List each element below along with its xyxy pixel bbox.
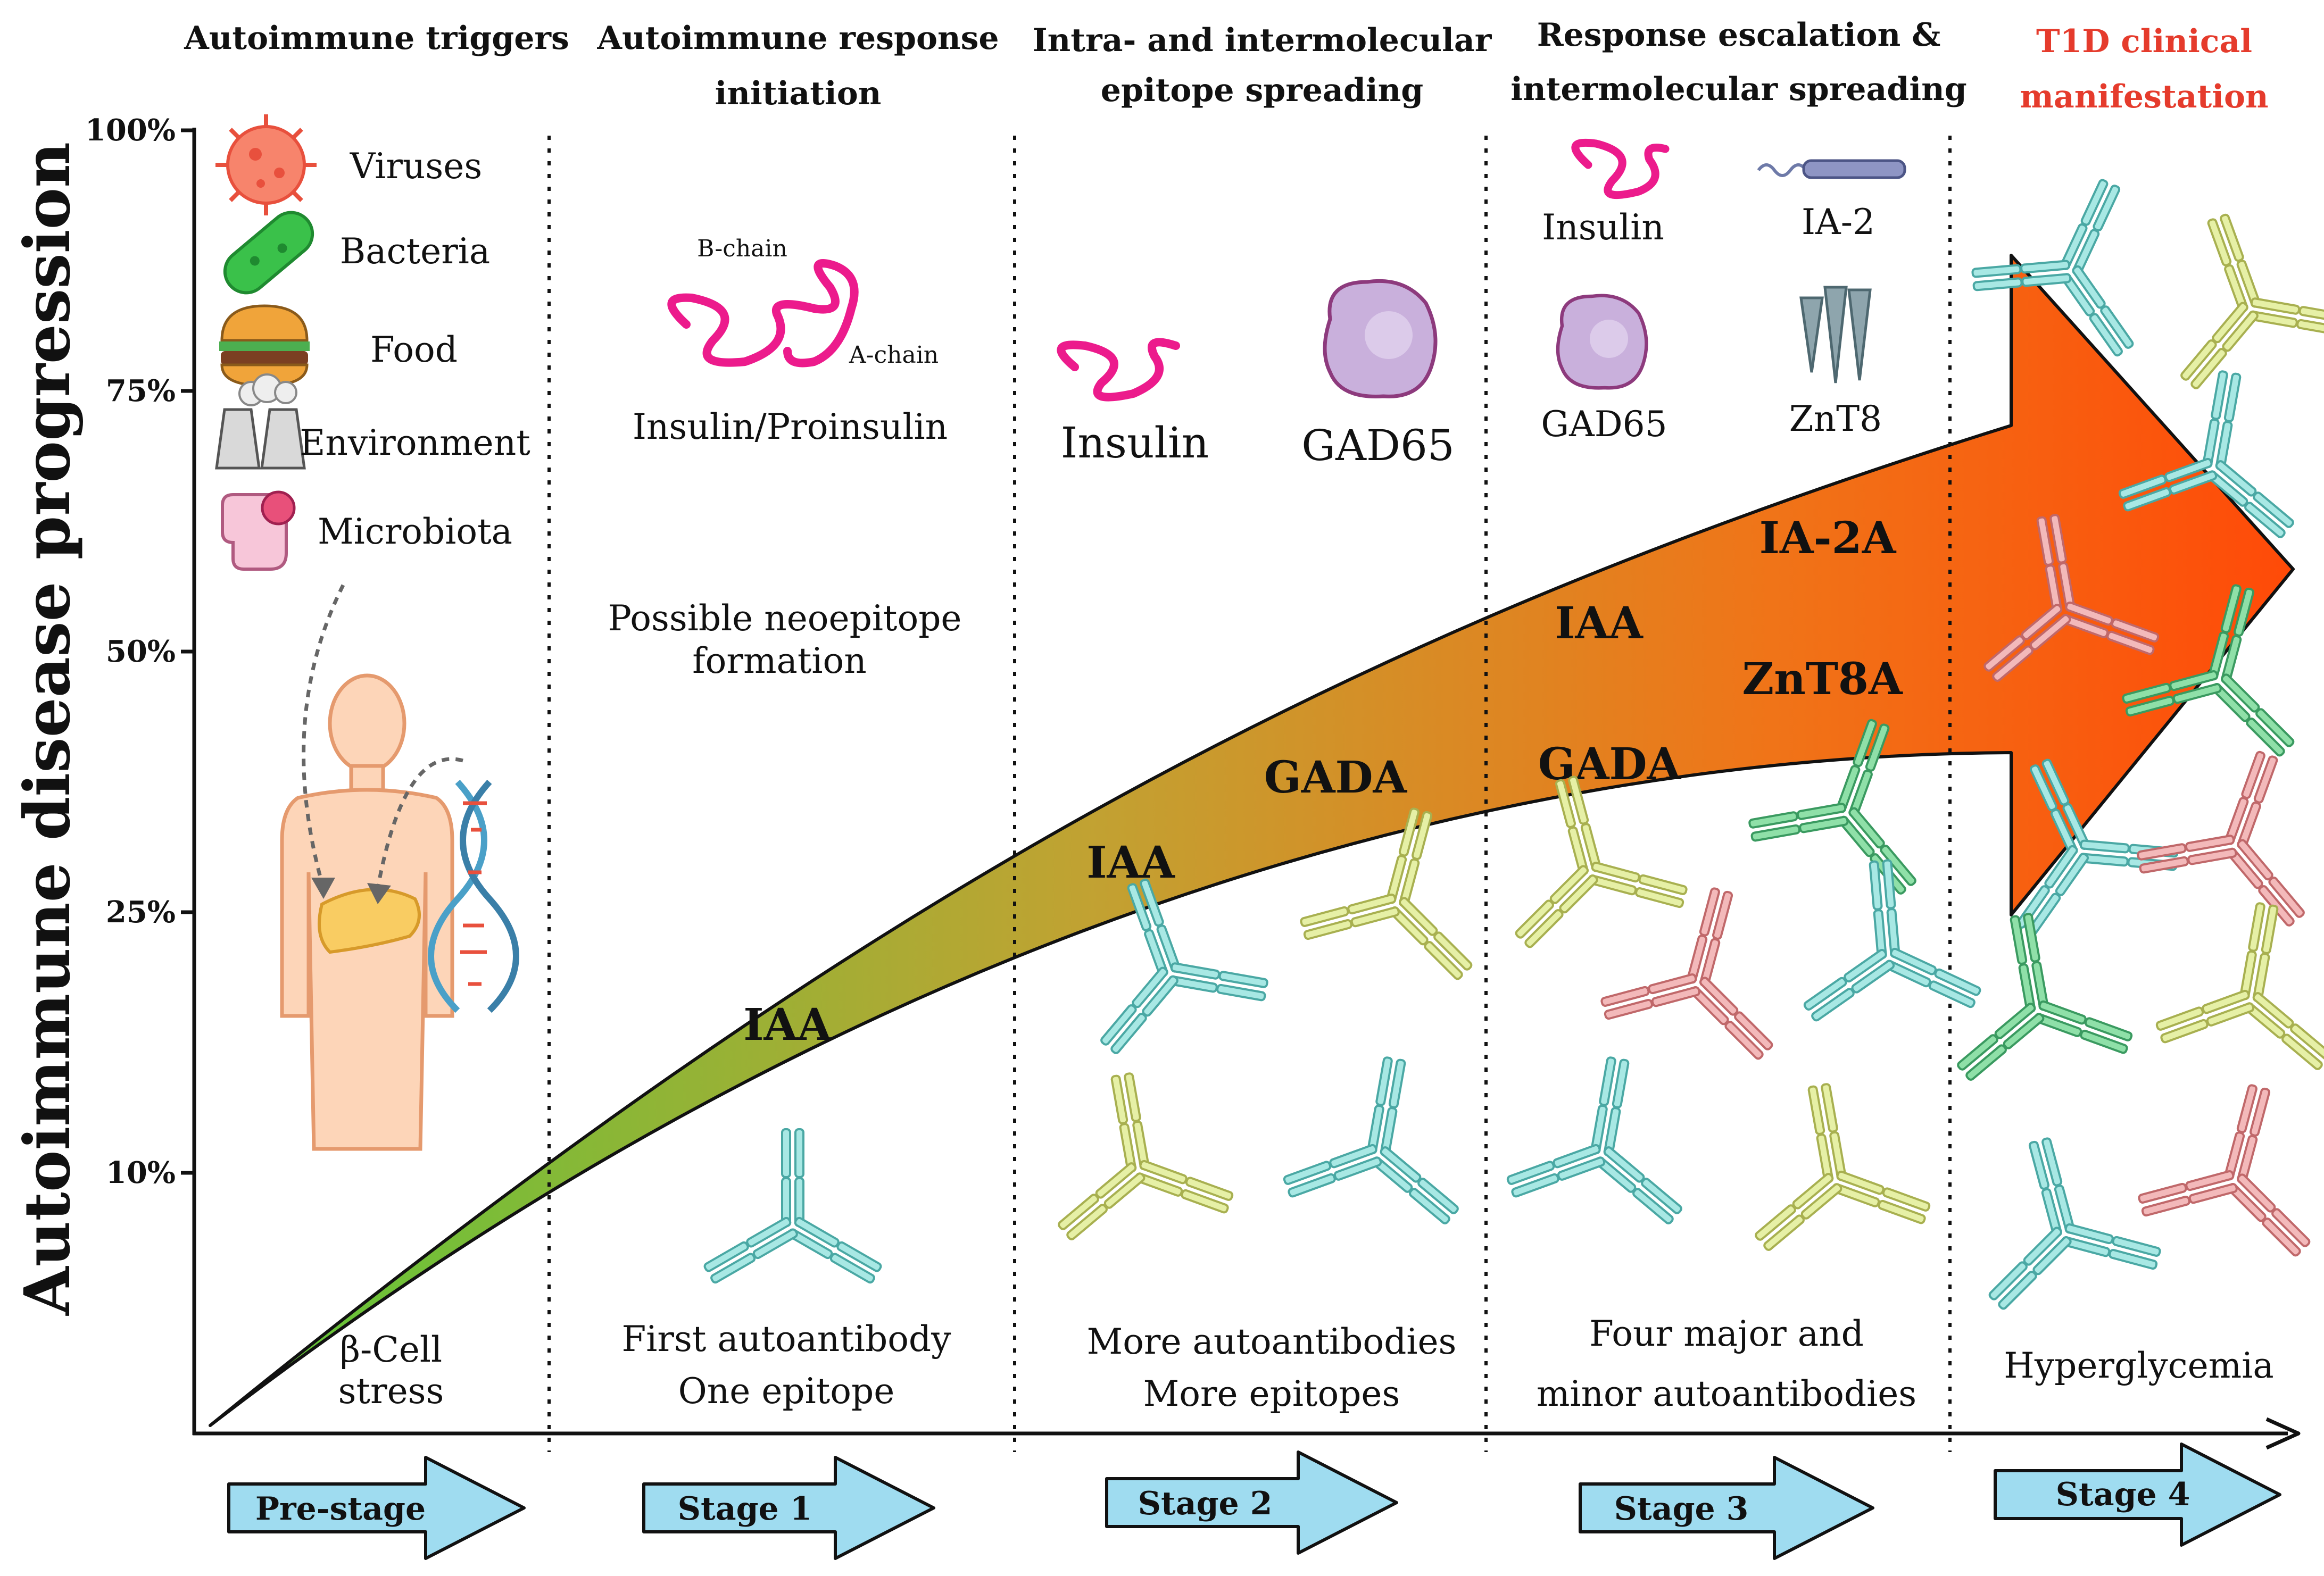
header-escalation-1: Response escalation & bbox=[1537, 16, 1941, 54]
stage-label-stage3: Stage 3 bbox=[1614, 1490, 1749, 1528]
stage-arrow-stage4[interactable]: Stage 4 bbox=[1994, 1442, 2281, 1547]
antibody-icon bbox=[1280, 1044, 1483, 1227]
header-spreading-2: epitope spreading bbox=[1101, 72, 1423, 109]
trigger-environment: Environment bbox=[300, 422, 530, 463]
antibody-icon bbox=[1504, 1044, 1706, 1227]
antibody-icon bbox=[1034, 1060, 1236, 1243]
dna-icon bbox=[428, 779, 519, 1013]
bacteria-icon bbox=[223, 211, 314, 295]
prestage-note-1: β-Cell bbox=[340, 1329, 442, 1370]
stage-label-stage2: Stage 2 bbox=[1138, 1485, 1273, 1522]
y-tick-10: 10% bbox=[106, 1155, 176, 1190]
header-clinical-1: T1D clinical bbox=[2036, 23, 2252, 60]
insulin-b-chain-label: B-chain bbox=[697, 235, 787, 262]
stage-label-prestage: Pre-stage bbox=[255, 1490, 426, 1528]
header-initiation-1: Autoimmune response bbox=[596, 20, 999, 57]
y-tick-100: 100% bbox=[85, 113, 176, 148]
stage2-autoantibody-iaa: IAA bbox=[1086, 837, 1175, 888]
microbiota-icon bbox=[221, 490, 296, 571]
stage3-autoantibody-iaa: IAA bbox=[1555, 598, 1644, 649]
antibody-icon bbox=[2134, 187, 2324, 393]
header-spreading-1: Intra- and intermolecular bbox=[1033, 22, 1492, 59]
stage1-note-1: Possible neoepitope bbox=[608, 598, 962, 639]
insulin-icon-stage2 bbox=[1057, 338, 1180, 402]
stage2-antigen-gad65: GAD65 bbox=[1301, 421, 1455, 470]
antibody-icon bbox=[2134, 1064, 2324, 1260]
trigger-microbiota: Microbiota bbox=[318, 511, 512, 552]
stage3-antigen-ia2: IA-2 bbox=[1802, 202, 1875, 243]
header-escalation-2: intermolecular spreading bbox=[1510, 71, 1966, 108]
header-clinical-2: manifestation bbox=[2020, 78, 2268, 115]
stage1-summary-1: First autoantibody bbox=[622, 1319, 952, 1360]
stage1-note-2: formation bbox=[692, 640, 867, 681]
stage-label-stage1: Stage 1 bbox=[678, 1490, 812, 1528]
stage3-autoantibody-ia2a: IA-2A bbox=[1759, 513, 1897, 564]
stage1-autoantibody-iaa: IAA bbox=[743, 999, 832, 1050]
trigger-arrows bbox=[302, 584, 463, 889]
stage-label-stage4: Stage 4 bbox=[2056, 1476, 2190, 1513]
ia2-icon bbox=[1757, 159, 1906, 179]
znt8-icon bbox=[1799, 286, 1872, 383]
progression-arrow bbox=[209, 254, 2295, 1427]
antibody-icon bbox=[1953, 1118, 2165, 1313]
stage2-summary-2: More epitopes bbox=[1143, 1373, 1400, 1414]
antibody-icon bbox=[1731, 1070, 1933, 1253]
insulin-icon-stage3 bbox=[1571, 138, 1670, 199]
stage3-summary-1: Four major and bbox=[1589, 1313, 1864, 1354]
stage1-antigen: Insulin/Proinsulin bbox=[633, 406, 948, 447]
header-initiation-2: initiation bbox=[715, 75, 882, 112]
y-tick-75: 75% bbox=[106, 373, 176, 408]
gad65-icon-stage2 bbox=[1323, 279, 1438, 398]
stage2-autoantibody-gada: GADA bbox=[1264, 752, 1408, 803]
stage2-summary-1: More autoantibodies bbox=[1087, 1321, 1457, 1362]
y-tick-50: 50% bbox=[106, 634, 176, 669]
trigger-bacteria: Bacteria bbox=[340, 231, 490, 272]
antibody-icon bbox=[1596, 868, 1808, 1063]
trigger-viruses: Viruses bbox=[350, 146, 482, 187]
prestage-note-2: stress bbox=[338, 1371, 444, 1412]
gad65-icon-stage3 bbox=[1556, 294, 1648, 390]
stage2-antigen-insulin: Insulin bbox=[1061, 418, 1209, 468]
stage-separators bbox=[547, 136, 1952, 1452]
stage3-antigen-gad65: GAD65 bbox=[1541, 404, 1667, 445]
stage3-antigen-insulin: Insulin bbox=[1542, 207, 1664, 248]
stage3-antigen-znt8: ZnT8 bbox=[1789, 398, 1882, 439]
antibody-icon bbox=[1933, 900, 2136, 1083]
stage3-autoantibody-znt8a: ZnT8A bbox=[1742, 654, 1903, 705]
stage-arrow-prestage[interactable]: Pre-stage bbox=[227, 1456, 526, 1560]
stage4-summary: Hyperglycemia bbox=[2004, 1345, 2273, 1386]
stage1-summary-2: One epitope bbox=[678, 1371, 895, 1412]
y-axis-label: Autoimmune disease progression bbox=[10, 142, 84, 1316]
antibody-icon bbox=[703, 1129, 882, 1283]
stage3-summary-2: minor autoantibodies bbox=[1537, 1373, 1916, 1414]
stage-arrow-stage2[interactable]: Stage 2 bbox=[1105, 1450, 1398, 1555]
y-tick-25: 25% bbox=[106, 895, 176, 930]
factory-icon bbox=[215, 373, 306, 470]
trigger-food: Food bbox=[370, 329, 458, 370]
insulin-proinsulin-icon bbox=[667, 259, 859, 368]
antibody-icon bbox=[2131, 724, 2324, 930]
insulin-a-chain-label: A-chain bbox=[849, 341, 939, 369]
antibody-icon bbox=[1791, 853, 1982, 1022]
stage-arrow-stage1[interactable]: Stage 1 bbox=[642, 1456, 935, 1560]
virus-icon bbox=[215, 114, 317, 215]
stage-arrow-stage3[interactable]: Stage 3 bbox=[1579, 1456, 1874, 1560]
axes bbox=[181, 128, 2301, 1450]
trigger-arrowheads bbox=[311, 878, 391, 904]
header-triggers: Autoimmune triggers bbox=[184, 20, 569, 57]
